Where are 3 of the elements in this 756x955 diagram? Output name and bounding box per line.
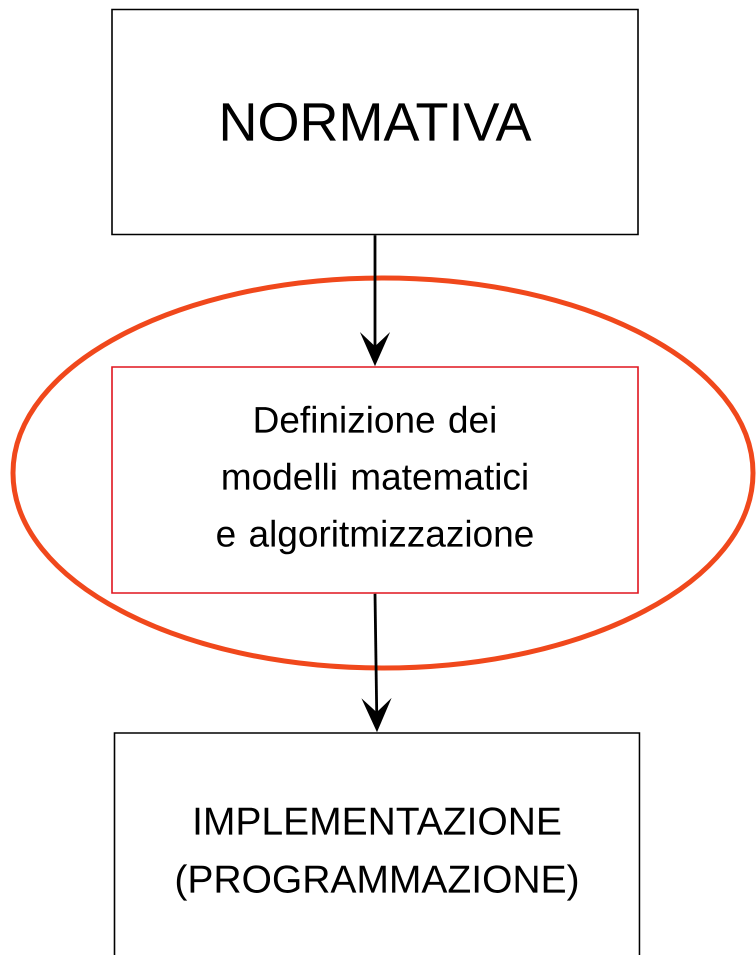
- process-box: NORMATIVA: [111, 8, 639, 236]
- process-box: Definizione dei modelli matematici e algoritmizzazione: [111, 366, 639, 594]
- process-box: IMPLEMENTAZIONE (PROGRAMMAZIONE): [114, 732, 640, 955]
